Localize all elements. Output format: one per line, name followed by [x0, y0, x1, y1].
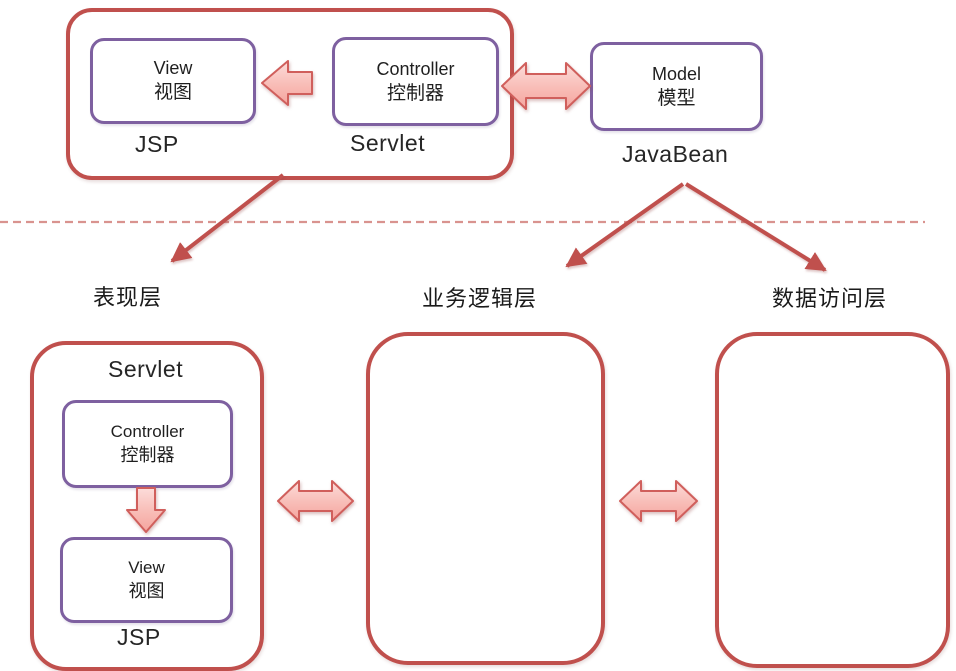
controller-node-top-en: Controller [376, 58, 455, 79]
tier-label-presentation: 表现层 [93, 285, 163, 310]
presentation-business-double-arrow-icon [277, 480, 354, 522]
javabean-to-business-arrow [565, 182, 685, 268]
view-node-top-zh: 视图 [153, 82, 192, 103]
mvc-to-presentation-arrow [170, 173, 285, 263]
controller-node-top-zh: 控制器 [386, 82, 444, 104]
view-node-bottom-en: View [128, 558, 165, 577]
jsp-caption-bottom: JSP [117, 624, 161, 650]
servlet-caption-top: Servlet [350, 130, 426, 156]
controller-node-bottom: Controller 控制器 [62, 400, 233, 488]
view-node-bottom-zh: 视图 [128, 581, 165, 601]
servlet-caption-bottom: Servlet [108, 356, 184, 382]
model-node-en: Model [651, 63, 702, 84]
jsp-caption-top: JSP [135, 131, 179, 157]
model-node: Model 模型 [590, 42, 763, 131]
tier-label-business: 业务逻辑层 [422, 286, 538, 311]
tier-label-data-access: 数据访问层 [772, 286, 888, 311]
controller-node-top: Controller 控制器 [332, 37, 499, 126]
model-node-zh: 模型 [657, 87, 696, 109]
javabean-caption: JavaBean [622, 141, 729, 167]
data-access-tier-box [715, 332, 950, 668]
view-node-top-en: View [153, 58, 193, 78]
controller-node-bottom-zh: 控制器 [120, 445, 175, 465]
view-node-top: View 视图 [90, 38, 256, 124]
controller-model-double-arrow-icon [501, 62, 591, 110]
javabean-to-dataaccess-arrow [684, 182, 827, 272]
view-node-bottom: View 视图 [60, 537, 233, 623]
controller-node-bottom-en: Controller [110, 422, 185, 441]
business-dataaccess-double-arrow-icon [619, 480, 698, 522]
business-tier-box [366, 332, 605, 665]
